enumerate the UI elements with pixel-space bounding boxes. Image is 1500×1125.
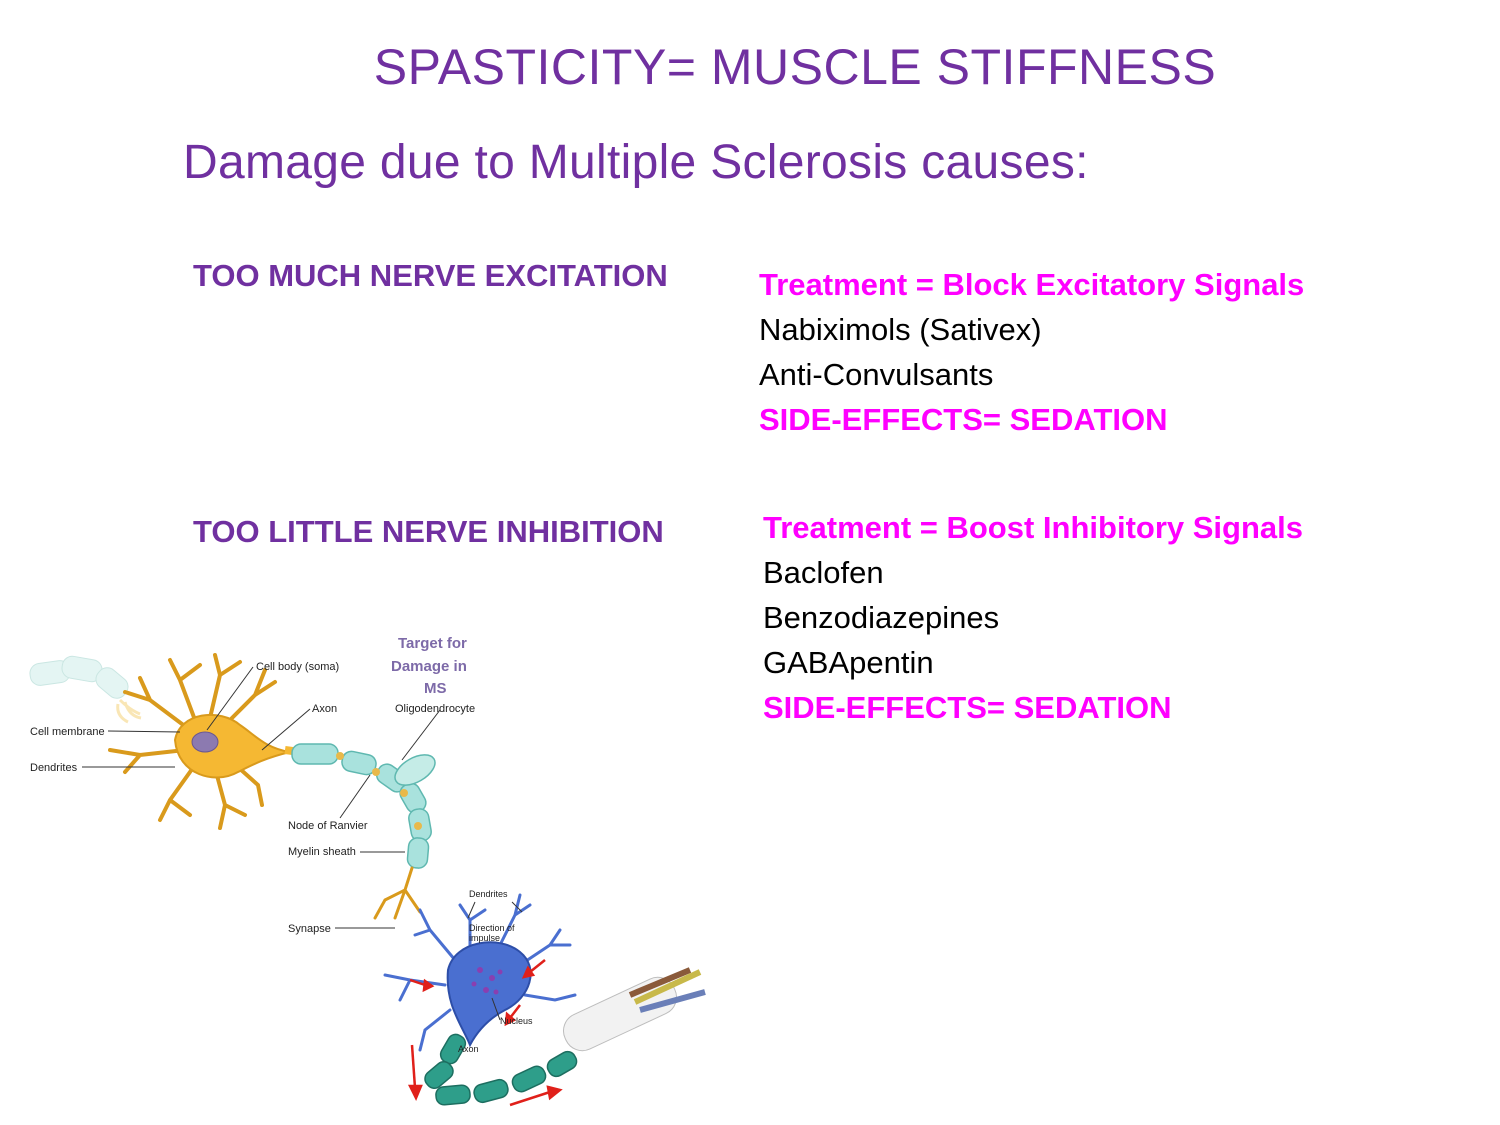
nucleus-icon [191,731,219,753]
cell-body [173,713,291,779]
node-of-ranvier [336,752,422,830]
drug-item: GABApentin [763,645,934,680]
label-nucleus: Nucleus [500,1016,533,1026]
upstream-axon [29,655,142,724]
neuron-diagram: Cell body (soma) Axon Cell membrane Dend… [29,635,706,1107]
label-node-of-ranvier: Node of Ranvier [288,820,368,832]
treatment-block-excitation: Treatment = Block Excitatory Signals Nab… [759,262,1304,442]
label-target-line3: MS [424,680,447,697]
myelin-sheath [291,743,436,869]
receiving-cell-body [446,941,532,1048]
side-effects-label: SIDE-EFFECTS= SEDATION [763,690,1172,725]
treatment-label: Treatment = Block Excitatory Signals [759,267,1305,302]
slide-subtitle: Damage due to Multiple Sclerosis causes: [183,136,1089,189]
drug-item: Benzodiazepines [763,600,1000,635]
receiving-axon-myelin [424,1033,578,1106]
label-dendrites: Dendrites [30,762,78,774]
direction-arrows [407,959,563,1107]
label-cell-membrane: Cell membrane [30,726,105,738]
label-synapse: Synapse [288,923,331,935]
drug-item: Nabiximols (Sativex) [759,312,1042,347]
treatment-label: Treatment = Boost Inhibitory Signals [763,510,1304,545]
slide-title: SPASTICITY= MUSCLE STIFFNESS [373,39,1217,95]
leader-lines [82,666,523,1021]
label-dendrites-receiving: Dendrites [469,889,508,899]
drug-item: Anti-Convulsants [759,357,994,392]
label-myelin-sheath: Myelin sheath [288,846,356,858]
nucleus-spots [471,967,503,995]
label-target-line1: Target for [398,635,467,652]
heading-inhibition: TOO LITTLE NERVE INHIBITION [193,514,664,549]
treatment-block-inhibition: Treatment = Boost Inhibitory Signals Bac… [763,505,1303,730]
heading-excitation: TOO MUCH NERVE EXCITATION [193,258,668,293]
label-direction-line2: impulse [469,933,500,943]
neuron-dendrites [108,653,277,830]
side-effects-label: SIDE-EFFECTS= SEDATION [759,402,1168,437]
label-axon: Axon [312,703,337,715]
label-cell-body: Cell body (soma) [256,661,339,673]
axon-terminals [373,866,422,920]
label-oligodendrocyte: Oligodendrocyte [395,703,475,715]
drug-item: Baclofen [763,555,884,590]
label-direction-line1: Direction of [469,923,515,933]
label-axon-receiving: Axon [458,1044,479,1054]
cable-illustration [563,967,706,1052]
label-target-line2: Damage in [391,658,467,675]
